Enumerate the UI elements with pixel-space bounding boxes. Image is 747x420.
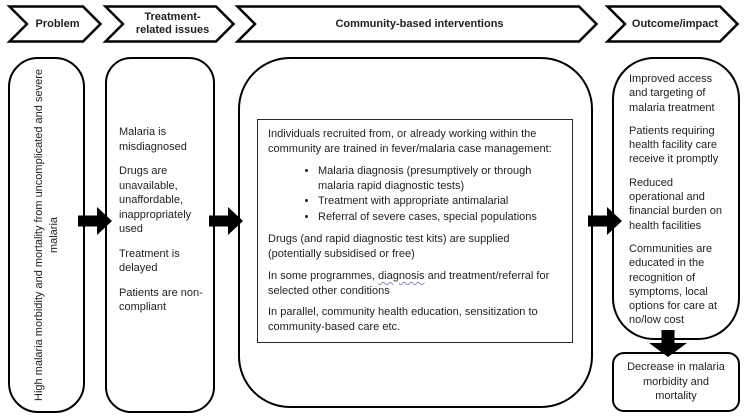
flow-arrow-issues-to-interventions-icon [209,207,243,235]
stage-label-outcome: Outcome/impact [631,17,719,30]
chevron-shape-icon [234,5,599,43]
problem-box: High malaria morbidity and mortality fro… [8,57,85,413]
stage-header-outcome: Outcome/impact [604,5,740,43]
chevron-shape-icon [102,5,236,43]
paragraph-fragment: and treatment/referral for selected othe… [268,269,550,297]
impact-text: Decrease in malaria morbidity and mortal… [627,360,725,403]
bullet-item: Referral of severe cases, special popula… [318,210,562,225]
issue-item: Treatment is delayed [119,247,180,275]
outcome-item: Communities are educated in the recognit… [629,242,718,327]
interventions-detail-panel: Individuals recruited from, or already w… [257,119,573,343]
flow-arrow-problem-to-issues-icon [78,207,112,235]
outcome-item: Reduced operational and financial burden… [629,176,722,232]
issue-item: Malaria is misdiagnosed [119,126,187,153]
spellcheck-underlined-word: diagnosis [378,269,425,282]
issues-box: Malaria is misdiagnosed Drugs are unavai… [105,57,215,413]
outcomes-list: Improved access and targeting of malaria… [614,59,738,328]
stage-header-problem: Problem [6,5,103,43]
outcome-item: Improved access and targeting of malaria… [629,73,715,114]
interventions-bullet-list: Malaria diagnosis (presumptively or thro… [268,164,562,225]
interventions-paragraph-supply: Drugs (and rapid diagnostic test kits) a… [268,233,510,260]
bullet-item: Treatment with appropriate antimalarial [318,194,562,209]
stage-label-treatment-issues: Treatment-related issues [135,11,210,36]
outcomes-box: Improved access and targeting of malaria… [612,57,740,340]
issue-item: Patients are non-compliant [119,286,203,314]
problem-text: High malaria morbidity and mortality fro… [32,69,60,401]
stage-label-interventions: Community-based interventions [335,17,504,30]
stage-header-interventions: Community-based interventions [234,5,599,43]
interventions-paragraph-parallel: In parallel, community health education,… [268,306,538,334]
flow-arrow-interventions-to-outcomes-icon [588,207,622,235]
interventions-paragraph-other: In some programmes, diagnosis and treatm… [268,269,562,299]
outcome-item: Patients requiring health facility care … [629,124,719,166]
issue-item: Drugs are unavailable, unaffordable, ina… [119,165,192,236]
issues-list: Malaria is misdiagnosed Drugs are unavai… [107,59,213,315]
impact-box: Decrease in malaria morbidity and mortal… [612,352,740,412]
interventions-box: Individuals recruited from, or already w… [238,57,593,408]
chevron-shape-icon [604,5,740,43]
stage-header-treatment-issues: Treatment-related issues [102,5,236,43]
chevron-shape-icon [6,5,103,43]
paragraph-fragment: In some programmes, [268,269,379,282]
flow-arrow-outcomes-to-impact-icon [649,330,687,357]
stage-label-problem: Problem [35,17,80,30]
interventions-intro: Individuals recruited from, or already w… [268,128,552,155]
bullet-item: Malaria diagnosis (presumptively or thro… [318,164,562,194]
